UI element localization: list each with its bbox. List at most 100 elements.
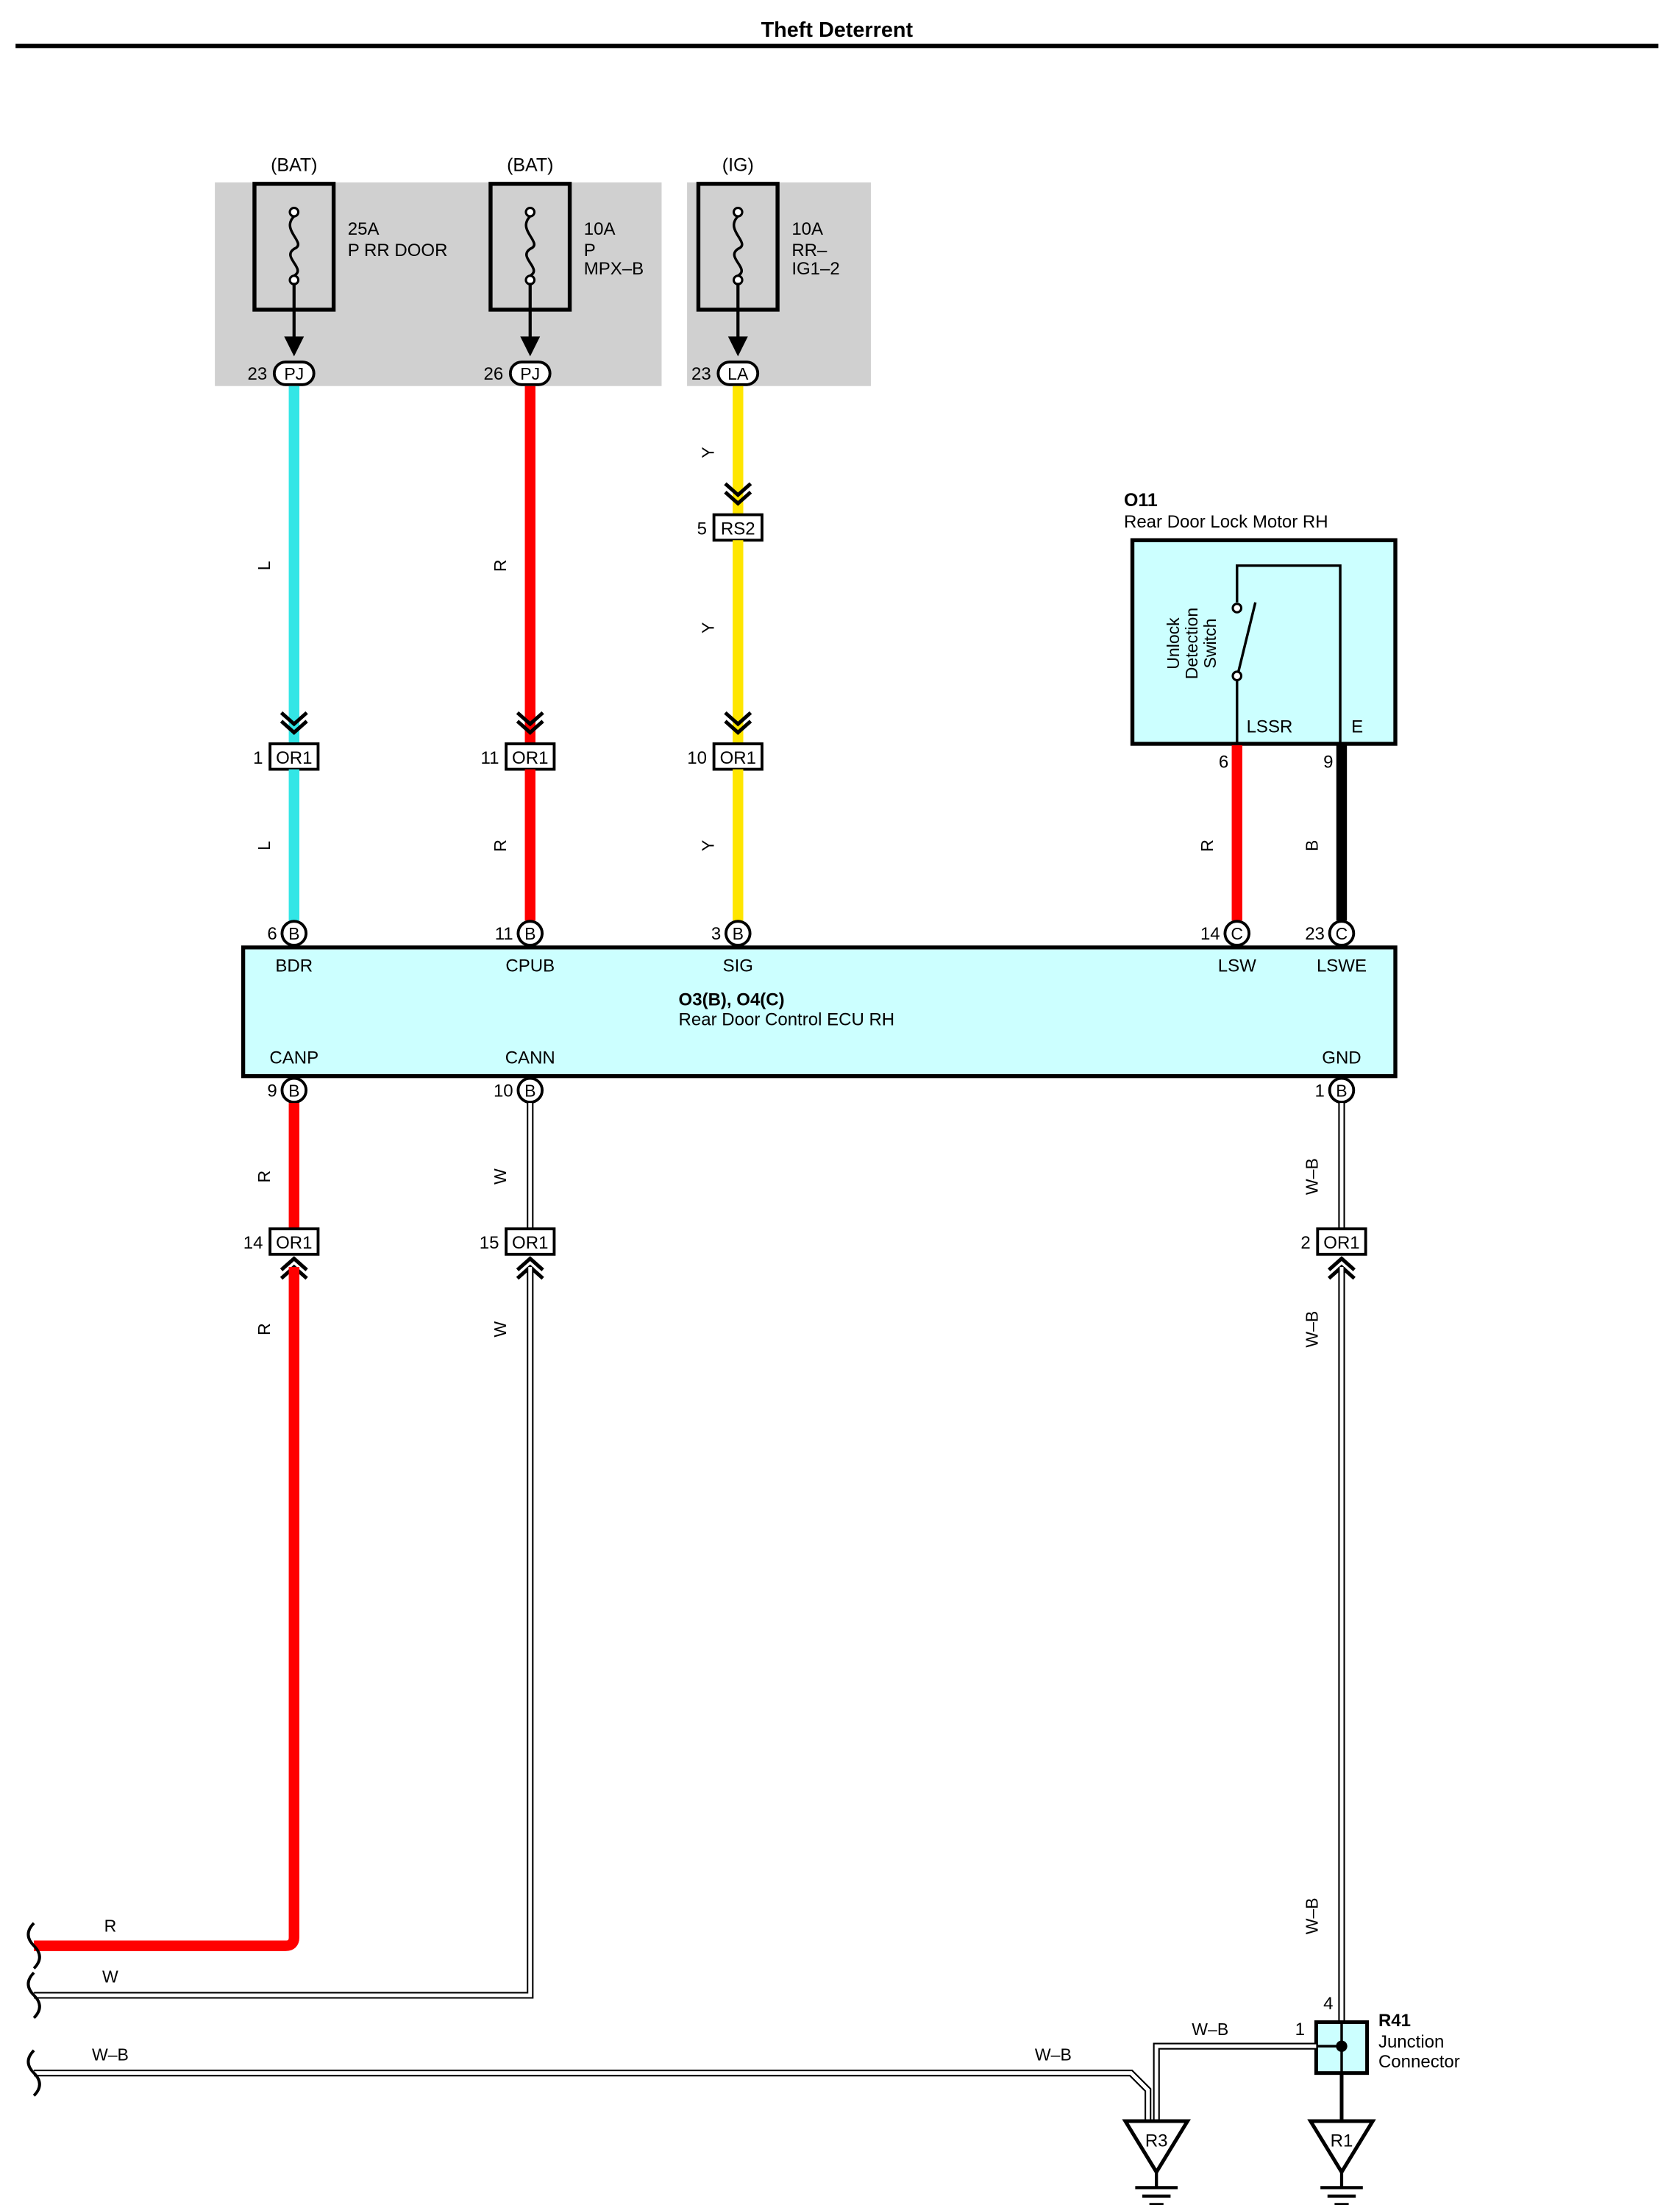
ecu-top-sig-circle	[725, 920, 752, 947]
wire-wb-branch-core	[1154, 2044, 1317, 2121]
ecu-top-sig-pin: 3	[711, 924, 721, 944]
fuse-2-supply: (BAT)	[507, 155, 553, 176]
fuse-2-name-0: P	[584, 241, 596, 260]
ecu-bottom-cann-label: CANN	[505, 1048, 555, 1068]
fuse-1-pin: 23	[248, 364, 268, 384]
wire-wb-branch-label: W–B	[1192, 2020, 1228, 2039]
ground-r1-label: R1	[1331, 2131, 1353, 2151]
canp-chevron	[280, 1256, 308, 1271]
ecu-top-sig-connector: B	[733, 924, 744, 943]
title-rule	[15, 43, 1659, 49]
motor-terminal-lssr: LSSR	[1247, 717, 1293, 737]
cpub-chevron	[516, 711, 544, 727]
wire-left-w-label: W	[102, 1967, 118, 1986]
cann-chevron	[516, 1256, 544, 1271]
or1-gnd-pin: 2	[1300, 1233, 1310, 1253]
motor-code: O11	[1124, 490, 1158, 511]
wire-bdr-lower-label: L	[255, 841, 274, 851]
ecu-top-lswe-label: LSWE	[1317, 956, 1367, 976]
fuse-3-name-0: RR–	[791, 241, 827, 260]
ecu-top-sig-label: SIG	[723, 956, 753, 976]
wire-canp-upper-label: R	[255, 1171, 274, 1183]
fuse-1-element	[288, 215, 300, 277]
rs2-pin: 5	[697, 519, 707, 539]
fuse-3-supply: (IG)	[722, 155, 754, 176]
ecu-bottom-canp-circle	[280, 1076, 308, 1104]
ecu-top-bdr-circle	[280, 920, 308, 947]
gnd-chevron	[1328, 1256, 1356, 1271]
ecu-top-bdr-connector: B	[288, 924, 299, 943]
fuse-3-name-1: IG1–2	[791, 259, 839, 279]
ecu-top-lswe-connector: C	[1336, 924, 1348, 943]
or1-bdr-name: OR1	[276, 748, 312, 768]
bdr-chevron-2	[280, 720, 308, 735]
wire-left-wb-core	[34, 2071, 1150, 2121]
ecu-top-cpub-pin: 11	[495, 924, 513, 944]
fuse-1-connector-oval	[272, 361, 316, 386]
ecu-top-lsw-circle	[1223, 920, 1251, 947]
or1-cann-box	[505, 1227, 556, 1256]
switch-blade	[1236, 602, 1257, 672]
ecu-top-lsw-label: LSW	[1218, 956, 1256, 976]
or1-gnd-box	[1316, 1227, 1367, 1256]
wire-gnd-lower-label: W–B	[1302, 1311, 1321, 1348]
or1-canp-box	[268, 1227, 320, 1256]
ecu-bottom-canp-label: CANP	[269, 1048, 318, 1068]
fuse-3-element	[733, 215, 744, 277]
motor-pin-e: 9	[1323, 753, 1333, 773]
motor-terminal-e: E	[1351, 717, 1363, 737]
switch-label-0: Unlock	[1164, 617, 1183, 670]
page-title: Theft Deterrent	[761, 18, 914, 42]
wire-cann-lower	[34, 1267, 534, 1999]
or1-bdr-pin: 1	[253, 748, 263, 768]
fuse-1-name-0: P RR DOOR	[348, 241, 448, 260]
wire-sig-mid-label: Y	[699, 622, 718, 633]
fuse-2-arrow	[520, 336, 541, 357]
motor-box	[1130, 538, 1398, 746]
fuse-2-term-top	[524, 206, 536, 218]
or1-cann-name: OR1	[512, 1233, 548, 1253]
wire-gnd-upper-label: W–B	[1302, 1158, 1321, 1195]
ground-r1-symbol	[1307, 2119, 1376, 2176]
or1-sig-name: OR1	[720, 748, 756, 768]
wire-left-r-label: R	[104, 1916, 117, 1935]
wire-cann-lower-core	[34, 1267, 533, 1998]
wire-left-wb-label: W–B	[92, 2045, 129, 2064]
ecu-top-cpub-label: CPUB	[505, 956, 555, 976]
switch-term-top	[1231, 603, 1243, 614]
fuse-1-supply: (BAT)	[271, 155, 317, 176]
fuse-2-name-1: MPX–B	[584, 259, 644, 279]
fuse-1-arrow	[284, 336, 305, 357]
switch-label-2: Switch	[1200, 619, 1220, 669]
wire-lsw-label: R	[1197, 839, 1217, 852]
wire-lswe-label: B	[1302, 840, 1321, 851]
cpub-chevron-2	[516, 720, 544, 735]
break-symbol-1	[26, 1922, 41, 1970]
junction-pin-left: 1	[1295, 2020, 1305, 2039]
or1-sig-box	[712, 742, 764, 771]
ecu-bottom-gnd-circle	[1328, 1076, 1356, 1104]
or1-gnd-name: OR1	[1323, 1233, 1359, 1253]
wire-sig-lower-label: Y	[699, 840, 718, 851]
ecu-bottom-gnd-pin: 1	[1315, 1082, 1325, 1101]
rs2-chevron-2	[724, 490, 752, 506]
switch-term-bottom	[1231, 670, 1243, 682]
ecu-top-lsw-pin: 14	[1200, 924, 1220, 944]
ecu-top-bdr-pin: 6	[267, 924, 277, 944]
ecu-top-cpub-connector: B	[524, 924, 535, 943]
or1-canp-name: OR1	[276, 1233, 312, 1253]
wire-wb-to-r3-label: W–B	[1035, 2045, 1072, 2064]
motor-internal-wire	[1236, 564, 1342, 750]
switch-label-1: Detection	[1182, 608, 1201, 679]
sig-chevron-2	[724, 720, 752, 735]
fuse-2-pin: 26	[484, 364, 504, 384]
wire-canp-lower	[34, 1267, 299, 1951]
ecu-bottom-cann-connector: B	[524, 1082, 535, 1101]
ecu-bottom-canp-connector: B	[288, 1082, 299, 1101]
fuse-2-rating: 10A	[584, 219, 616, 239]
ecu-code: O3(B), O4(C)	[679, 990, 785, 1010]
fuse-1-connector: PJ	[284, 364, 304, 383]
wire-bdr-upper-label: L	[255, 561, 274, 570]
